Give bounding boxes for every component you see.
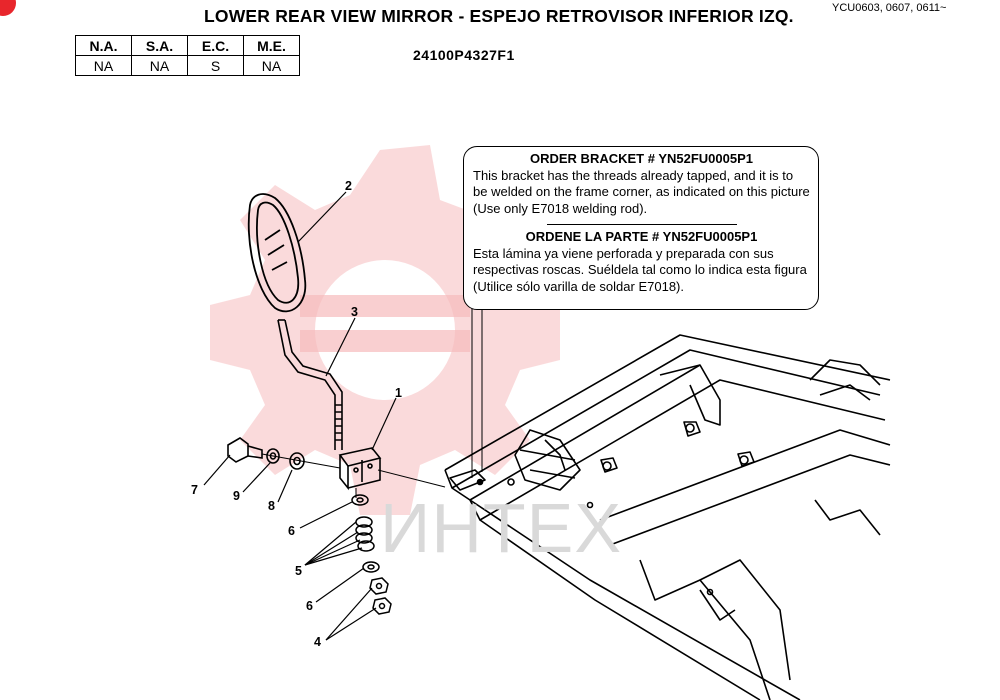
market-header-row: N.A. S.A. E.C. M.E. bbox=[75, 35, 300, 56]
callout-1: 1 bbox=[395, 386, 402, 400]
market-value-na: NA bbox=[75, 55, 132, 76]
mounting-bracket bbox=[338, 447, 382, 491]
note-body-es: Esta lámina ya viene perforada y prepara… bbox=[473, 245, 807, 294]
note-body-en: This bracket has the threads already tap… bbox=[473, 167, 810, 216]
callout-7: 7 bbox=[191, 483, 198, 497]
callout-8: 8 bbox=[268, 499, 275, 513]
corner-badge bbox=[0, 0, 16, 16]
mirror-arm bbox=[277, 319, 343, 450]
watermark-text: ИНТЕХ bbox=[380, 489, 623, 567]
callout-6-lower: 6 bbox=[306, 599, 313, 613]
callout-9: 9 bbox=[233, 489, 240, 503]
market-header-me: M.E. bbox=[243, 35, 300, 56]
washer-stack bbox=[351, 494, 392, 615]
serial-range: YCU0603, 0607, 0611~ bbox=[832, 2, 947, 14]
callout-4: 4 bbox=[314, 635, 321, 649]
note-divider bbox=[546, 224, 737, 225]
page-title: LOWER REAR VIEW MIRROR - ESPEJO RETROVIS… bbox=[204, 6, 794, 26]
callout-labels: 1 2 3 4 5 6 6 7 8 9 bbox=[191, 179, 402, 649]
market-header-ec: E.C. bbox=[187, 35, 244, 56]
mirror-head bbox=[247, 193, 307, 313]
note-heading-en: ORDER BRACKET # YN52FU0005P1 bbox=[530, 151, 753, 166]
callout-3: 3 bbox=[351, 305, 358, 319]
callout-2: 2 bbox=[345, 179, 352, 193]
part-number: 24100P4327F1 bbox=[413, 47, 515, 63]
market-value-row: NA NA S NA bbox=[75, 55, 300, 76]
market-value-me: NA bbox=[243, 55, 300, 76]
note-heading-es: ORDENE LA PARTE # YN52FU0005P1 bbox=[525, 229, 758, 244]
order-note-box: ORDER BRACKET # YN52FU0005P1 This bracke… bbox=[463, 146, 819, 310]
market-availability-table: N.A. S.A. E.C. M.E. NA NA S NA bbox=[75, 35, 300, 76]
machine-frame bbox=[444, 334, 891, 700]
callout-6-upper: 6 bbox=[288, 524, 295, 538]
leader-lines bbox=[203, 191, 397, 641]
callout-5: 5 bbox=[295, 564, 302, 578]
